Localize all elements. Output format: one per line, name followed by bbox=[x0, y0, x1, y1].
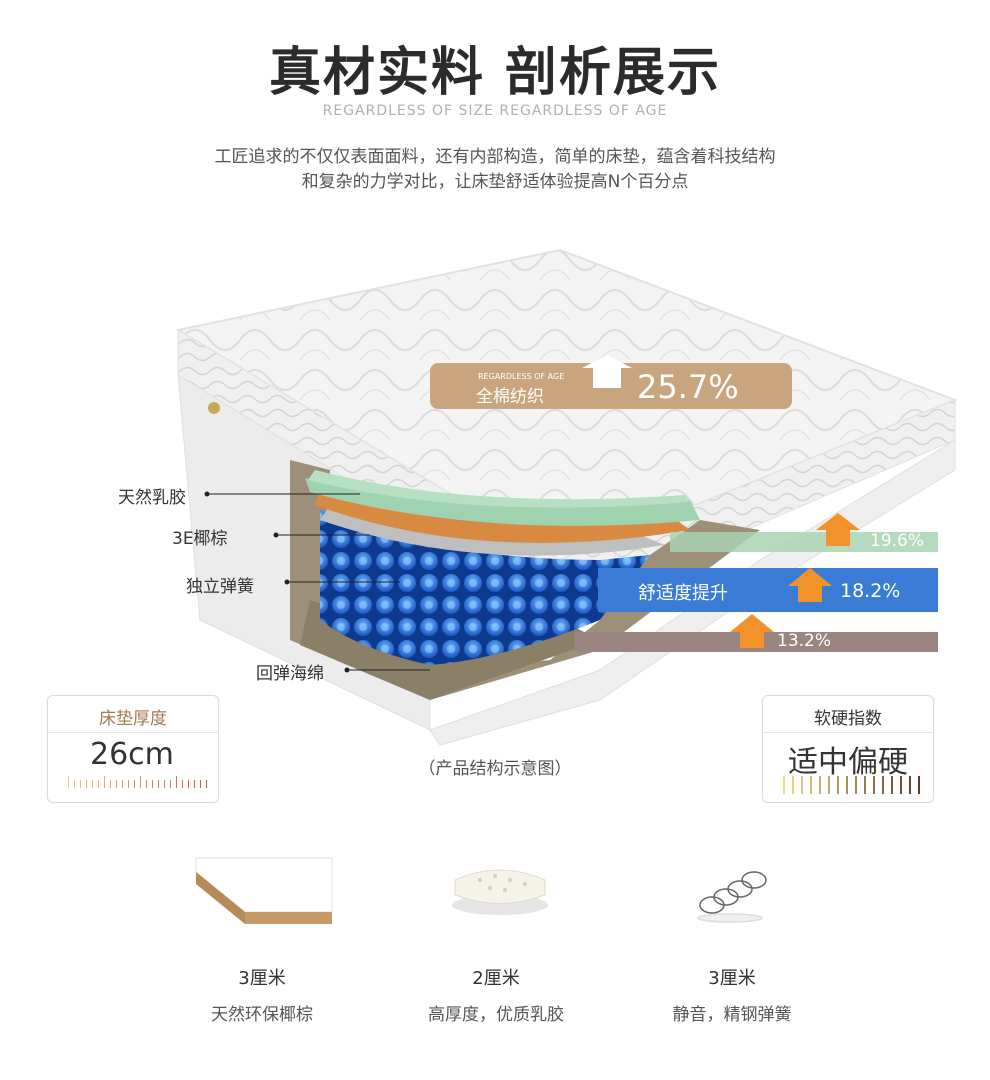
coir-board-image bbox=[195, 857, 333, 924]
hardness-tick bbox=[882, 776, 884, 794]
thickness-tick bbox=[152, 780, 153, 788]
thickness-value: 26cm bbox=[90, 737, 174, 772]
arrow-icon-gray bbox=[730, 614, 774, 648]
description-line-1: 工匠追求的不仅仅表面面料，还有内部构造，简单的床垫，蕴含着科技结构 bbox=[214, 147, 776, 167]
coir-layer bbox=[315, 490, 690, 543]
feature-desc-coir: 天然环保椰棕 bbox=[211, 1005, 313, 1025]
latex-layer bbox=[305, 478, 700, 526]
thickness-tick bbox=[176, 776, 177, 788]
hardness-tick bbox=[855, 776, 857, 794]
latex-pad-image bbox=[452, 869, 548, 915]
thickness-tick bbox=[182, 780, 183, 788]
layer-label-latex: 天然乳胶 bbox=[118, 488, 186, 508]
thickness-ticks bbox=[68, 774, 208, 788]
page-title: 真材实料 剖析展示 bbox=[268, 43, 722, 103]
thickness-tick bbox=[206, 780, 207, 788]
arrow-icon-blue bbox=[788, 568, 832, 602]
hardness-tick bbox=[810, 776, 812, 794]
thickness-tick bbox=[146, 780, 147, 788]
thickness-tick bbox=[140, 776, 141, 788]
feature-size-spring: 3厘米 bbox=[708, 968, 756, 989]
thickness-tick bbox=[104, 776, 105, 788]
hardness-badge: 软硬指数 适中偏硬 bbox=[762, 695, 934, 803]
top-badge-label: 全棉纺织 bbox=[476, 387, 544, 407]
thickness-tick bbox=[122, 780, 123, 788]
hardness-tick bbox=[801, 776, 803, 794]
hardness-tick bbox=[918, 776, 920, 794]
thickness-tick bbox=[164, 780, 165, 788]
felt-layer bbox=[320, 505, 665, 556]
thickness-tick bbox=[92, 780, 93, 788]
hardness-label: 软硬指数 bbox=[763, 696, 933, 733]
gray-bar-percent: 13.2% bbox=[777, 631, 832, 651]
feature-desc-spring: 静音，精钢弹簧 bbox=[672, 1005, 792, 1025]
hardness-ticks bbox=[783, 774, 923, 794]
hardness-tick bbox=[891, 776, 893, 794]
hardness-tick bbox=[864, 776, 866, 794]
up-arrow-icon bbox=[582, 355, 632, 388]
feature-desc-latex: 高厚度，优质乳胶 bbox=[428, 1005, 564, 1025]
thickness-tick bbox=[80, 780, 81, 788]
hardness-tick bbox=[900, 776, 902, 794]
feature-size-latex: 2厘米 bbox=[472, 968, 520, 989]
green-bar-percent: 19.6% bbox=[870, 531, 925, 551]
top-badge-percent: 25.7% bbox=[637, 368, 739, 406]
steel-spring-image bbox=[697, 871, 767, 923]
description-line-2: 和复杂的力学对比，让床垫舒适体验提高N个百分点 bbox=[301, 172, 689, 192]
blue-bar-percent: 18.2% bbox=[840, 580, 901, 602]
blue-bar bbox=[598, 568, 938, 612]
thickness-tick bbox=[116, 780, 117, 788]
layer-label-sponge: 回弹海绵 bbox=[256, 664, 324, 684]
layer-label-coir: 3E椰棕 bbox=[172, 529, 228, 549]
hardness-tick bbox=[873, 776, 875, 794]
hardness-tick bbox=[828, 776, 830, 794]
thickness-tick bbox=[110, 780, 111, 788]
thickness-badge: 床垫厚度 26cm bbox=[47, 695, 219, 803]
thickness-tick bbox=[98, 780, 99, 788]
thickness-tick bbox=[188, 780, 189, 788]
layer-label-springs: 独立弹簧 bbox=[186, 577, 254, 597]
green-bar bbox=[670, 532, 938, 552]
structure-caption: （产品结构示意图） bbox=[418, 759, 572, 779]
hardness-tick bbox=[819, 776, 821, 794]
thickness-tick bbox=[158, 780, 159, 788]
blue-bar-label: 舒适度提升 bbox=[638, 583, 728, 604]
page-subtitle: REGARDLESS OF SIZE REGARDLESS OF AGE bbox=[322, 103, 668, 119]
thickness-tick bbox=[74, 780, 75, 788]
vent-button-icon bbox=[208, 402, 220, 414]
thickness-tick bbox=[194, 780, 195, 788]
top-badge-small-text: REGARDLESS OF AGE bbox=[478, 372, 565, 381]
thickness-tick bbox=[134, 780, 135, 788]
thickness-tick bbox=[170, 780, 171, 788]
hardness-tick bbox=[783, 776, 785, 794]
arrow-icon-green bbox=[816, 513, 860, 546]
thickness-tick bbox=[86, 780, 87, 788]
feature-size-coir: 3厘米 bbox=[238, 968, 286, 989]
thickness-tick bbox=[68, 776, 69, 788]
hardness-tick bbox=[792, 776, 794, 794]
hardness-tick bbox=[909, 776, 911, 794]
hardness-value: 适中偏硬 bbox=[788, 745, 908, 780]
thickness-tick bbox=[200, 780, 201, 788]
hardness-tick bbox=[846, 776, 848, 794]
hardness-tick bbox=[837, 776, 839, 794]
thickness-tick bbox=[128, 780, 129, 788]
thickness-label: 床垫厚度 bbox=[48, 696, 218, 733]
spring-layer bbox=[320, 510, 650, 665]
